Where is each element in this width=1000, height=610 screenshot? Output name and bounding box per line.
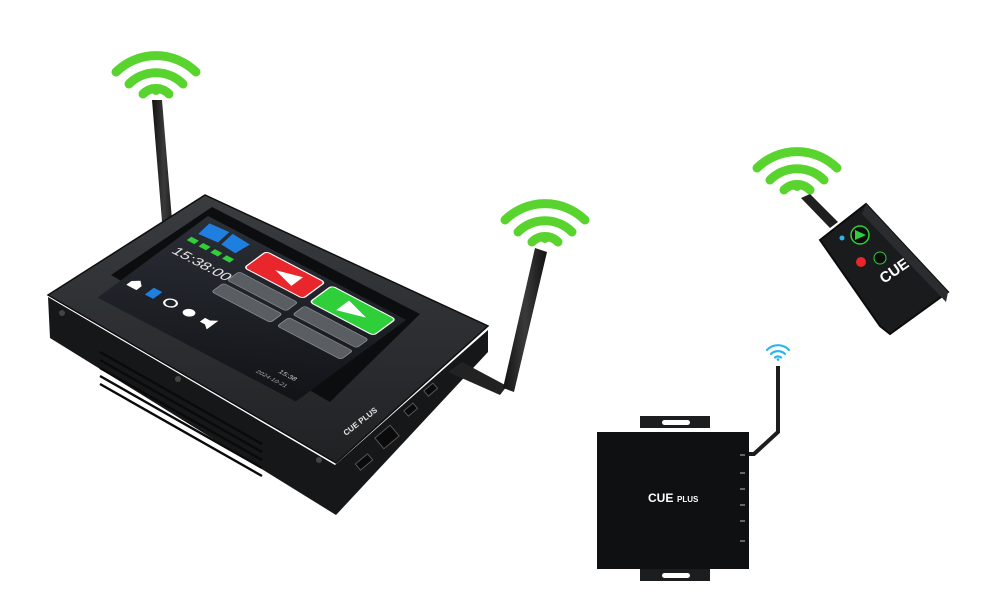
wifi-arc-outer <box>111 51 201 77</box>
wifi-dot <box>151 85 161 95</box>
screw <box>175 376 181 382</box>
status-led <box>186 236 199 245</box>
play-triangle-icon <box>336 300 367 318</box>
play-button[interactable] <box>310 286 396 336</box>
play-triangle-icon <box>855 230 866 240</box>
screw <box>316 457 322 463</box>
wifi-arc-mid <box>124 68 188 89</box>
main-unit: CUE PLUS 15:38:00 <box>46 100 547 515</box>
receiver-port-marks <box>740 454 745 542</box>
home-icon[interactable] <box>126 278 145 291</box>
wifi-signal-icon <box>111 51 201 99</box>
mount-slot <box>662 420 690 425</box>
case-side <box>48 297 488 515</box>
remote-back-button[interactable] <box>856 257 866 267</box>
toolbar <box>126 278 219 330</box>
receiver-body <box>597 432 749 569</box>
cue-button[interactable] <box>227 272 298 311</box>
remote-antenna <box>801 194 838 228</box>
remote-edge <box>862 204 948 302</box>
usb-port[interactable] <box>403 402 419 417</box>
cue-button[interactable] <box>277 317 353 360</box>
speaker-icon[interactable] <box>197 315 219 330</box>
cue-button[interactable] <box>293 306 369 348</box>
mount-slot <box>662 573 690 578</box>
book-icon <box>198 223 250 254</box>
receiver-box: CUE PLUS <box>597 366 780 581</box>
wifi-signal-icon <box>500 199 590 247</box>
status-led <box>222 255 235 263</box>
receiver-brand-main: CUE <box>648 491 673 505</box>
receiver-brand-sub: PLUS <box>677 495 699 504</box>
status-led <box>210 249 223 257</box>
gear-icon[interactable] <box>180 307 198 318</box>
receiver-antenna <box>748 366 780 456</box>
ethernet-port[interactable] <box>374 424 400 450</box>
antenna-right <box>503 248 547 392</box>
remote-indicator-led <box>839 235 845 241</box>
screw <box>59 310 65 316</box>
book-mini-icon[interactable] <box>144 287 163 299</box>
back-button[interactable] <box>244 251 325 298</box>
status-led <box>198 242 211 251</box>
usb-port[interactable] <box>423 382 439 397</box>
hdmi-port[interactable] <box>354 453 374 471</box>
remote-status-led <box>873 251 887 265</box>
cue-button[interactable] <box>212 283 283 323</box>
antenna-hinge <box>448 362 507 395</box>
wifi-signal-icon-small <box>765 344 791 361</box>
timer-icon[interactable] <box>162 298 180 309</box>
remote-control: CUE <box>801 194 950 336</box>
wifi-signal-icon <box>752 147 842 195</box>
vent-grille <box>99 350 263 478</box>
back-triangle-icon <box>275 270 304 286</box>
